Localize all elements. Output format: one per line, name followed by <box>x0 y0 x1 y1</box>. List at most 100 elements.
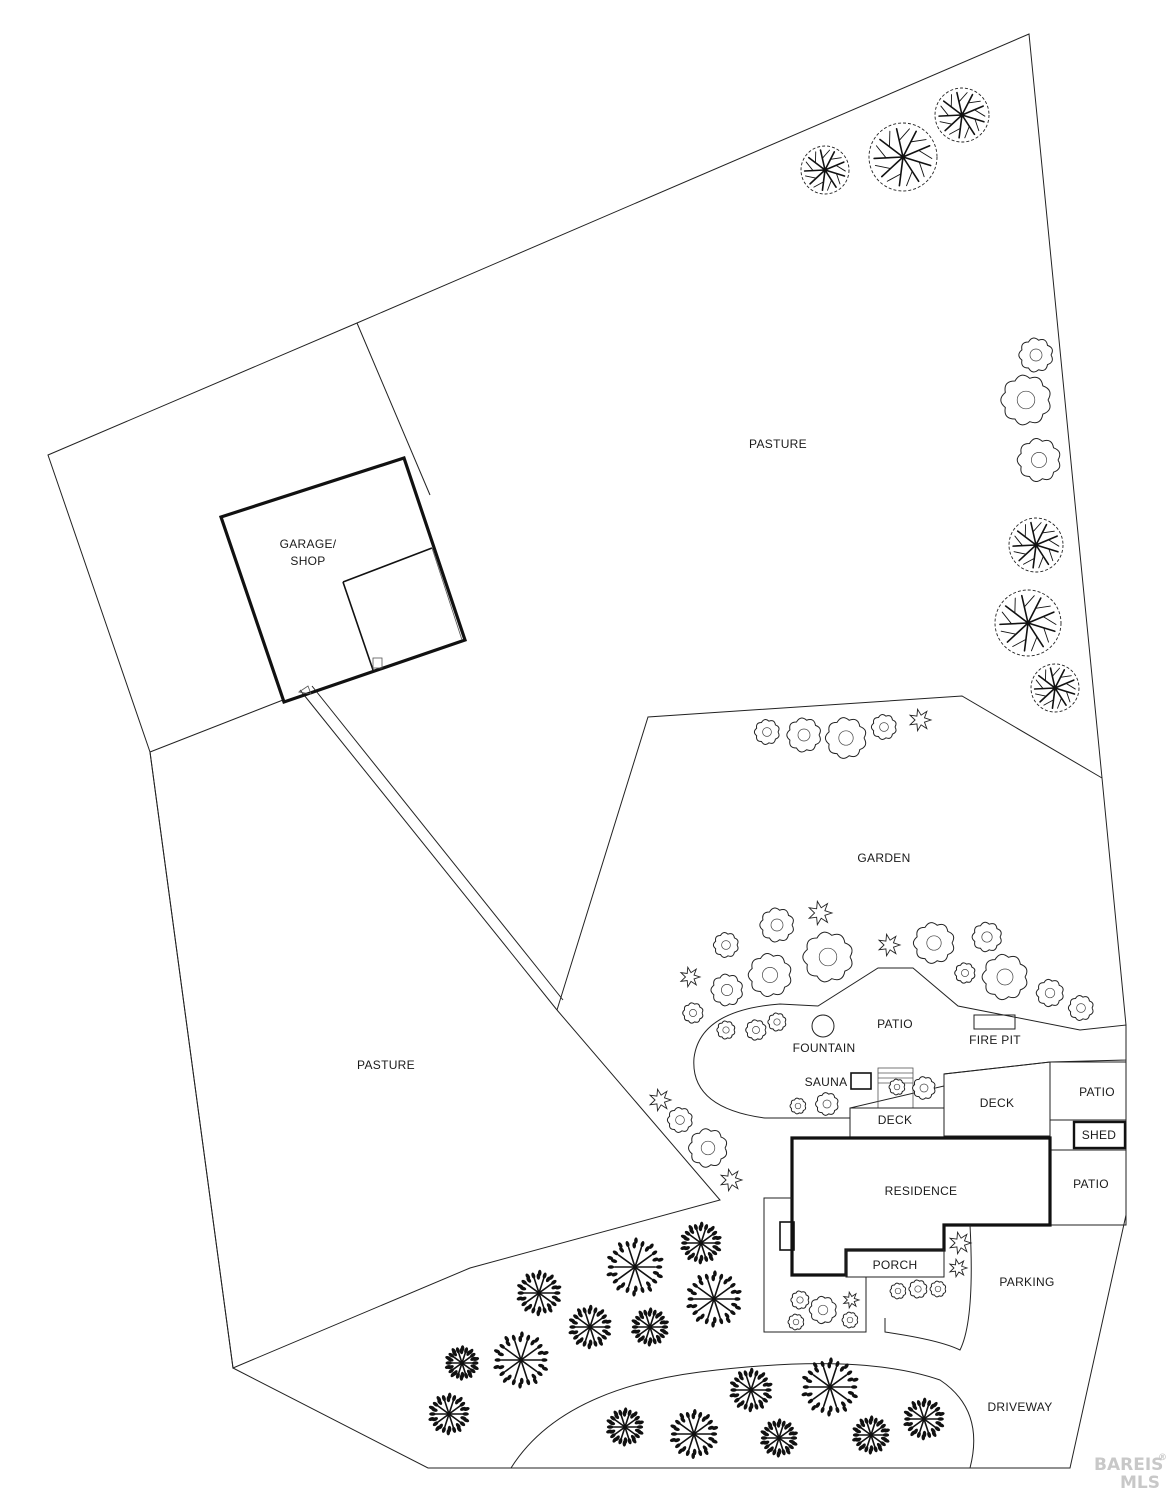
shrub-icon <box>888 1078 906 1096</box>
fire-pit-label: FIRE PIT <box>969 1033 1021 1047</box>
shrub-icon <box>981 953 1028 1001</box>
shrub-icon <box>767 1012 787 1032</box>
bareis-mls-watermark: BAREIS ® MLS <box>1094 1453 1167 1493</box>
leafy-tree-icon <box>606 1407 644 1447</box>
shrub-icon <box>1018 337 1053 373</box>
garage-path-west <box>299 689 558 1011</box>
shrub-icon <box>787 1313 805 1331</box>
shrub-icon <box>789 1097 807 1115</box>
watermark-registered: ® <box>1158 1453 1167 1463</box>
pasture-north-label: PASTURE <box>749 437 807 451</box>
star-plant-icon <box>877 932 902 958</box>
leafy-tree-icon <box>444 1345 480 1381</box>
north-pasture-boundary <box>47 33 1127 1469</box>
leafy-tree-icon <box>428 1392 470 1436</box>
deck-west-label: DECK <box>878 1113 913 1127</box>
residence-walls <box>790 1136 1052 1277</box>
shrub-icon <box>786 717 821 753</box>
shrub-icon <box>841 1311 859 1329</box>
shrub-icon <box>1000 374 1051 426</box>
leafy-tree-icon <box>669 1408 719 1460</box>
shrub-icon <box>716 1020 736 1040</box>
shrub-icon <box>954 962 976 984</box>
leafy-tree-icon <box>606 1237 664 1297</box>
property-boundaries <box>47 33 1127 1469</box>
star-plant-icon <box>648 1087 673 1113</box>
shrub-icon <box>908 1279 928 1299</box>
parking-planter <box>884 1224 972 1351</box>
canopy-tree-icon <box>994 589 1062 657</box>
labels-layer: PASTURE GARDEN PASTURE PATIO FOUNTAIN FI… <box>357 437 1116 1414</box>
patio-east-label: PATIO <box>1079 1085 1115 1099</box>
fountain-circle <box>811 1014 835 1038</box>
shrub-icon <box>1067 995 1094 1021</box>
shrub-icon <box>712 932 739 958</box>
garage-label-line1: GARAGE/ <box>280 537 337 551</box>
shrub-icon <box>808 1295 837 1325</box>
leafy-tree-icon <box>631 1307 669 1347</box>
shrub-icon <box>912 922 955 964</box>
leafy-tree-icon <box>760 1418 798 1458</box>
shrub-icon <box>688 1128 728 1168</box>
garage-inner-wall-2 <box>431 547 463 641</box>
west-lot-divider <box>356 322 431 496</box>
shrub-icon <box>1035 978 1064 1008</box>
shrub-icon <box>971 921 1002 953</box>
canopy-tree-icon <box>800 145 850 195</box>
leafy-tree-icon <box>686 1270 742 1328</box>
shrub-icon <box>912 1076 936 1100</box>
fountain-label: FOUNTAIN <box>793 1041 856 1055</box>
shed-box <box>1072 1120 1127 1150</box>
shrub-icon <box>759 907 794 943</box>
garage-door-marker <box>372 657 383 669</box>
leafy-tree-icon <box>729 1367 773 1413</box>
west-walkway <box>763 1197 867 1333</box>
shrub-icon <box>815 1092 839 1116</box>
east-patio <box>1049 1061 1127 1121</box>
pasture-south-label: PASTURE <box>357 1058 415 1072</box>
garden-label: GARDEN <box>857 851 910 865</box>
canopy-tree-icon <box>934 87 990 143</box>
garage-inner-wall <box>342 581 374 671</box>
shrub-icon <box>1016 438 1061 482</box>
south-pasture-boundary <box>149 751 721 1369</box>
shrub-icon <box>889 1282 907 1300</box>
garage-shop: GARAGE/ SHOP <box>218 455 468 705</box>
driveway-island <box>510 1363 975 1469</box>
shed-label: SHED <box>1082 1128 1117 1142</box>
driveway-label: DRIVEWAY <box>987 1400 1052 1414</box>
star-plant-icon <box>719 1167 744 1193</box>
star-plant-icon <box>842 1290 861 1310</box>
deck-east-label: DECK <box>980 1096 1015 1110</box>
garage-inner-room <box>342 547 433 583</box>
leafy-tree-icon <box>493 1331 549 1389</box>
shrub-icon <box>824 717 867 759</box>
shrub-icon <box>710 973 743 1007</box>
porch <box>845 1249 945 1278</box>
leafy-tree-icon <box>852 1415 890 1455</box>
star-plant-icon <box>679 965 702 989</box>
leafy-tree-icon <box>680 1221 722 1265</box>
residence-label: RESIDENCE <box>885 1184 958 1198</box>
canopy-tree-icon <box>1030 663 1080 713</box>
shrub-icon <box>790 1290 810 1310</box>
star-plant-icon <box>908 707 933 733</box>
shrub-icon <box>929 1280 947 1298</box>
canopy-tree-icon <box>868 122 938 192</box>
shrub-icon <box>745 1019 767 1041</box>
star-plant-icon <box>948 1257 969 1279</box>
sauna-label: SAUNA <box>805 1075 848 1089</box>
shrub-icon <box>682 1002 704 1024</box>
garage-entry-marker <box>297 685 312 695</box>
east-deck <box>943 1061 1051 1137</box>
west-lot-south-line <box>149 699 284 753</box>
residence <box>763 1136 1052 1351</box>
star-plant-icon <box>807 899 834 927</box>
leafy-tree-icon <box>516 1269 562 1317</box>
watermark-brand: BAREIS <box>1094 1455 1163 1475</box>
leafy-tree-icon <box>568 1304 612 1350</box>
leafy-tree-icon <box>801 1357 859 1417</box>
shrub-icon <box>753 719 780 745</box>
patio-main-label: PATIO <box>877 1017 913 1031</box>
